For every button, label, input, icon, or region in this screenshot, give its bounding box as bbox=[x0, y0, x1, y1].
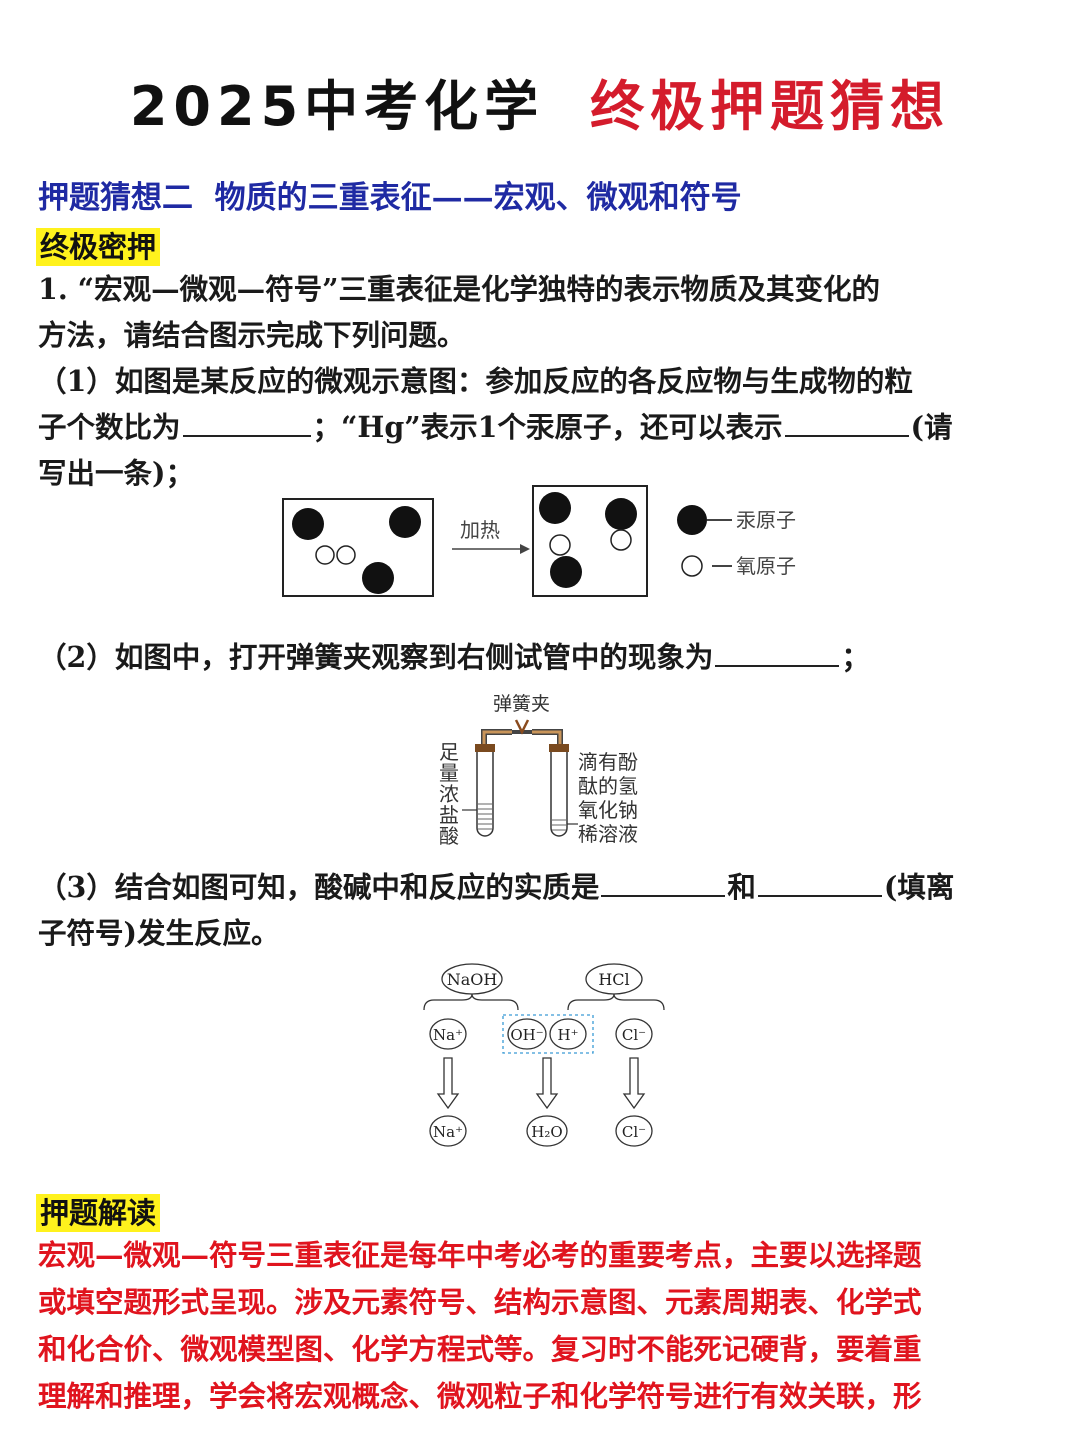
question-intro: 1. “宏观—微观—符号”三重表征是化学独特的表示物质及其变化的 方法，请结合图… bbox=[38, 266, 1042, 496]
reactant-box bbox=[282, 498, 434, 597]
arrow-head bbox=[520, 544, 530, 554]
part3-text-c: (填离 bbox=[883, 870, 955, 904]
part3-line-2: 子符号)发生反应。 bbox=[38, 916, 280, 950]
o-atom bbox=[610, 529, 632, 551]
test-tube-diagram: 弹簧夹 bbox=[462, 693, 578, 837]
hg-atom bbox=[389, 506, 421, 538]
final-badge: 终极密押 bbox=[36, 228, 161, 266]
left-tube bbox=[476, 752, 494, 837]
analysis-line-2: 或填空题形式呈现。涉及元素符号、结构示意图、元素周期表、化学式 bbox=[38, 1285, 922, 1319]
product-box bbox=[532, 485, 648, 597]
hcl-label: HCl bbox=[598, 970, 629, 989]
o-atom bbox=[336, 545, 356, 565]
part3-text-a: （3）结合如图可知，酸碱中和反应的实质是 bbox=[38, 870, 600, 904]
answer-blank-ratio[interactable] bbox=[182, 434, 311, 437]
hg-atom bbox=[292, 508, 324, 540]
spring-clamp bbox=[514, 719, 530, 735]
part1-line-1: （1）如图是某反应的微观示意图：参加反应的各反应物与生成物的粒 bbox=[38, 364, 913, 398]
page-title: 2025中考化学终极押题猜想 bbox=[0, 62, 1080, 141]
down-arrow-h2o bbox=[535, 1057, 559, 1110]
svg-text:Na⁺: Na⁺ bbox=[433, 1123, 463, 1141]
hg-atom bbox=[539, 492, 571, 524]
neutralization-diagram: NaOH HCl Na⁺ OH⁻ H⁺ Cl⁻ Na⁺ H₂O Cl⁻ bbox=[423, 963, 665, 1147]
right-tube-label: 滴有酚 酞的氢 氧化钠 稀溶液 bbox=[578, 750, 638, 846]
part2-line: （2）如图中，打开弹簧夹观察到右侧试管中的现象为 ； bbox=[38, 634, 1042, 680]
cl-ion bbox=[615, 1018, 653, 1050]
part3: （3）结合如图可知，酸碱中和反应的实质是 和 (填离 子符号)发生反应。 bbox=[38, 864, 1042, 956]
part1-text-a: 子个数比为 bbox=[38, 410, 181, 444]
legend-o-icon bbox=[681, 555, 703, 577]
reaction-highlight-box bbox=[502, 1014, 594, 1054]
water-molecule bbox=[526, 1115, 568, 1147]
clamp-label: 弹簧夹 bbox=[493, 693, 550, 715]
left-tube-label: 足 量 浓 盐 酸 bbox=[439, 740, 459, 848]
intro-line-1: 1. “宏观—微观—符号”三重表征是化学独特的表示物质及其变化的 bbox=[38, 272, 880, 306]
oh-ion bbox=[507, 1018, 547, 1050]
title-main: 2025中考化学 bbox=[129, 75, 545, 138]
analysis-line-4: 理解和推理，学会将宏观概念、微观粒子和化学符号进行有效关联，形 bbox=[38, 1379, 922, 1413]
analysis-line-1: 宏观—微观—符号三重表征是每年中考必考的重要考点，主要以选择题 bbox=[38, 1238, 922, 1272]
h-ion bbox=[549, 1018, 587, 1050]
part1-text-c: (请 bbox=[910, 410, 953, 444]
na-ion bbox=[429, 1018, 467, 1050]
part1-line-3: 写出一条)； bbox=[38, 456, 194, 490]
legend-o-label: 氧原子 bbox=[736, 554, 796, 578]
part2-end: ； bbox=[841, 640, 870, 674]
analysis-paragraph: 宏观—微观—符号三重表征是每年中考必考的重要考点，主要以选择题 或填空题形式呈现… bbox=[38, 1232, 1042, 1420]
naoh-label: NaOH bbox=[447, 970, 498, 989]
right-tube bbox=[550, 752, 568, 837]
answer-blank-ion-2[interactable] bbox=[757, 894, 882, 897]
hg-atom bbox=[605, 498, 637, 530]
heat-label: 加热 bbox=[460, 518, 500, 542]
intro-line-2: 方法，请结合图示完成下列问题。 bbox=[38, 318, 466, 352]
svg-text:OH⁻: OH⁻ bbox=[510, 1026, 543, 1044]
reaction-micro-diagram: 加热 汞原子 氧原子 bbox=[282, 485, 796, 597]
hcl-brace bbox=[567, 993, 665, 1011]
legend-hg-icon bbox=[677, 505, 707, 535]
analysis-badge: 押题解读 bbox=[36, 1194, 161, 1232]
svg-text:H₂O: H₂O bbox=[531, 1123, 562, 1141]
naoh-brace bbox=[423, 993, 519, 1011]
na-ion-product bbox=[429, 1115, 467, 1147]
svg-text:Cl⁻: Cl⁻ bbox=[622, 1026, 646, 1044]
section-title: 押题猜想二 物质的三重表征——宏观、微观和符号 bbox=[38, 180, 742, 216]
down-arrow-cl bbox=[622, 1057, 646, 1110]
part3-line-1: （3）结合如图可知，酸碱中和反应的实质是 和 (填离 bbox=[38, 864, 1042, 910]
final-badge-wrap: 终极密押 bbox=[36, 224, 161, 266]
legend-hg-label: 汞原子 bbox=[736, 508, 796, 532]
part1-line-2: 子个数比为 ；“Hg”表示1个汞原子，还可以表示 (请 bbox=[38, 404, 1042, 450]
svg-text:Cl⁻: Cl⁻ bbox=[622, 1123, 646, 1141]
svg-text:H⁺: H⁺ bbox=[558, 1026, 579, 1044]
answer-blank-hg[interactable] bbox=[784, 434, 909, 437]
part3-text-b: 和 bbox=[727, 870, 756, 904]
svg-text:Na⁺: Na⁺ bbox=[433, 1026, 463, 1044]
analysis-line-3: 和化合价、微观模型图、化学方程式等。复习时不能死记硬背，要着重 bbox=[38, 1332, 922, 1366]
hg-atom bbox=[362, 562, 394, 594]
o-atom bbox=[315, 545, 335, 565]
part1-text-b: ；“Hg”表示1个汞原子，还可以表示 bbox=[312, 410, 783, 444]
stopper-left bbox=[475, 744, 495, 752]
answer-blank-phenomenon[interactable] bbox=[715, 664, 840, 667]
cl-ion-product bbox=[615, 1115, 653, 1147]
down-arrow-na bbox=[436, 1057, 460, 1110]
stopper-right bbox=[549, 744, 569, 752]
analysis-badge-wrap: 押题解读 bbox=[36, 1190, 161, 1232]
o-atom bbox=[549, 534, 571, 556]
title-accent: 终极押题猜想 bbox=[590, 75, 951, 138]
answer-blank-ion-1[interactable] bbox=[601, 894, 726, 897]
part2-text: （2）如图中，打开弹簧夹观察到右侧试管中的现象为 bbox=[38, 640, 714, 674]
hg-atom bbox=[550, 556, 582, 588]
